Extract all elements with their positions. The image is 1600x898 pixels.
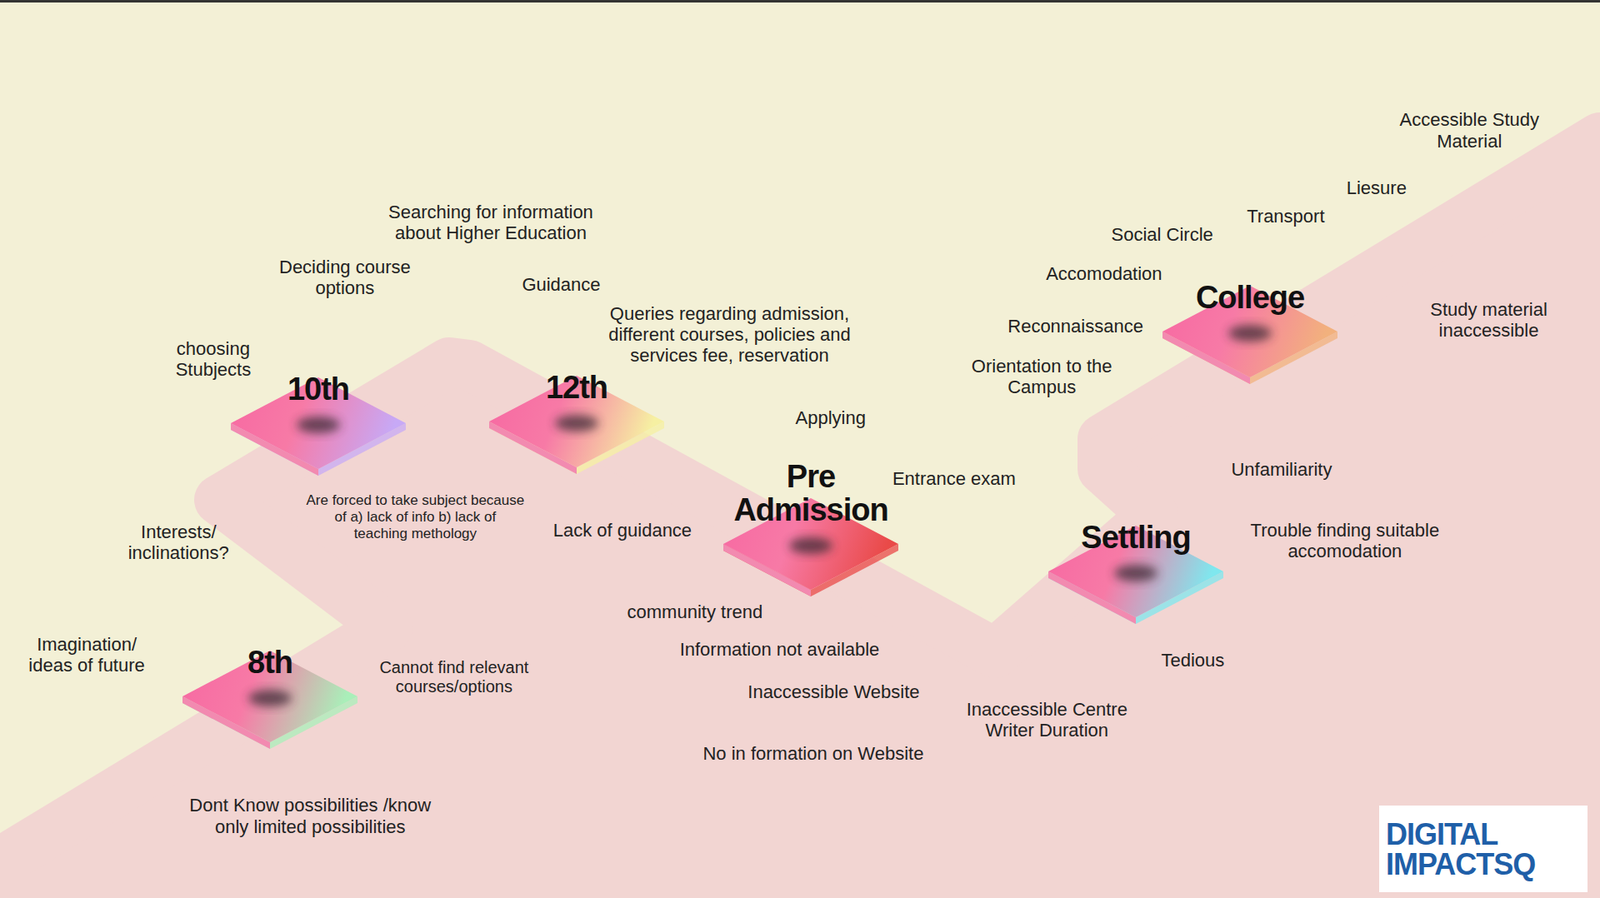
note-label: Queries regarding admission, different c… [594,303,865,367]
stage-title: 8th [170,646,370,680]
platform-shadow [555,415,599,432]
note-label: Are forced to take subject because of a)… [305,492,525,542]
stage-platform: 8th [170,646,370,755]
note-label: Social Circle [1111,224,1214,245]
note-label: Deciding course options [275,256,414,300]
stage-title: College [1150,281,1350,315]
platform-face [1048,525,1224,618]
note-label: Unfamiliarity [1230,459,1332,480]
platform-face [230,377,406,470]
top-rule [0,0,1600,3]
stage-title: 12th [476,371,677,405]
stage-platform: 10th [218,373,419,482]
stage-platform: Settling [1035,521,1236,630]
platform-shadow [296,416,340,434]
note-label: Lack of guidance [553,520,692,541]
note-label: Interests/ inclinations? [120,521,237,565]
note-label: Accessible Study Material [1398,109,1540,152]
platform-face [489,375,665,468]
note-label: Trouble finding suitable accomodation [1235,520,1455,563]
note-label: Study material inaccessible [1415,299,1562,342]
note-label: Information not available [680,639,880,660]
stage-platform: College [1150,281,1350,390]
platform-face [182,650,358,743]
stage-platform: Pre Admission [710,460,911,603]
note-label: Cannot find relevant courses/options [364,658,544,697]
note-label: Liesure [1346,177,1407,199]
note-label: community trend [627,601,764,623]
note-label: Searching for information about Higher E… [365,201,616,245]
note-label: Orientation to the Campus [970,355,1113,399]
note-label: Reconnaissance [1007,315,1144,337]
stage-title: Settling [1035,521,1236,555]
note-label: choosing Stubjects [166,338,260,381]
stage-title: Pre Admission [710,460,911,528]
stage-platform: 12th [476,371,677,480]
note-label: Transport [1246,205,1325,227]
platform-face [723,498,899,590]
logo-text: DIGITAL IMPACTSQ [1385,820,1578,880]
note-label: Inaccessible Website [747,681,920,703]
platform-shadow [789,537,833,555]
note-label: No in formation on Website [702,743,924,765]
note-label: Entrance exam [892,468,1016,490]
note-label: Guidance [521,274,600,295]
note-label: Tedious [1161,650,1225,671]
note-label: Applying [795,407,866,429]
note-label: Imagination/ ideas of future [15,634,158,677]
note-label: Accomodation [1045,263,1162,285]
note-label: Dont Know possibilities /know only limit… [172,795,448,838]
note-label: Inaccessible Centre Writer Duration [961,699,1133,742]
platform-shadow [1114,565,1158,582]
platform-face [1162,285,1338,378]
journey-band [0,137,1600,898]
platform-shadow [1228,325,1272,342]
platform-shadow [248,690,292,707]
